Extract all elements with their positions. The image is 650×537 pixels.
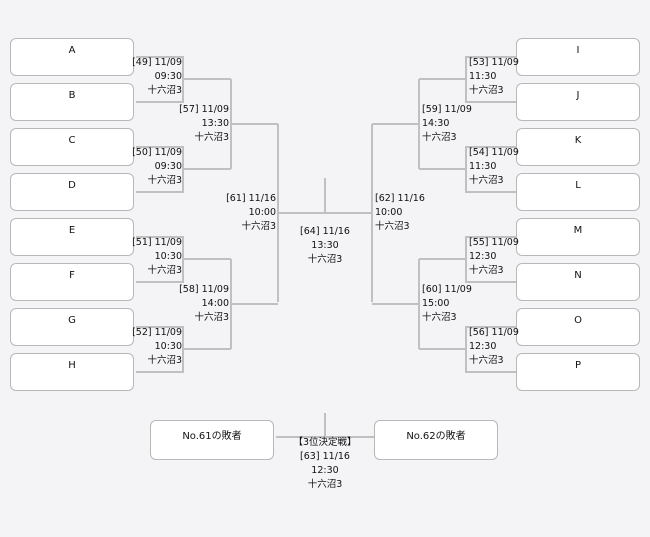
- team-box: N: [516, 263, 640, 301]
- team-box: J: [516, 83, 640, 121]
- team-box: I: [516, 38, 640, 76]
- team-box: O: [516, 308, 640, 346]
- team-box: C: [10, 128, 134, 166]
- team-box: H: [10, 353, 134, 391]
- team-box: K: [516, 128, 640, 166]
- team-box: F: [10, 263, 134, 301]
- third-place-left: No.61の敗者: [150, 420, 274, 460]
- team-box: A: [10, 38, 134, 76]
- team-box: L: [516, 173, 640, 211]
- team-box: G: [10, 308, 134, 346]
- team-box: M: [516, 218, 640, 256]
- third-place-right: No.62の敗者: [374, 420, 498, 460]
- team-box: D: [10, 173, 134, 211]
- team-box: P: [516, 353, 640, 391]
- team-box: B: [10, 83, 134, 121]
- team-box: E: [10, 218, 134, 256]
